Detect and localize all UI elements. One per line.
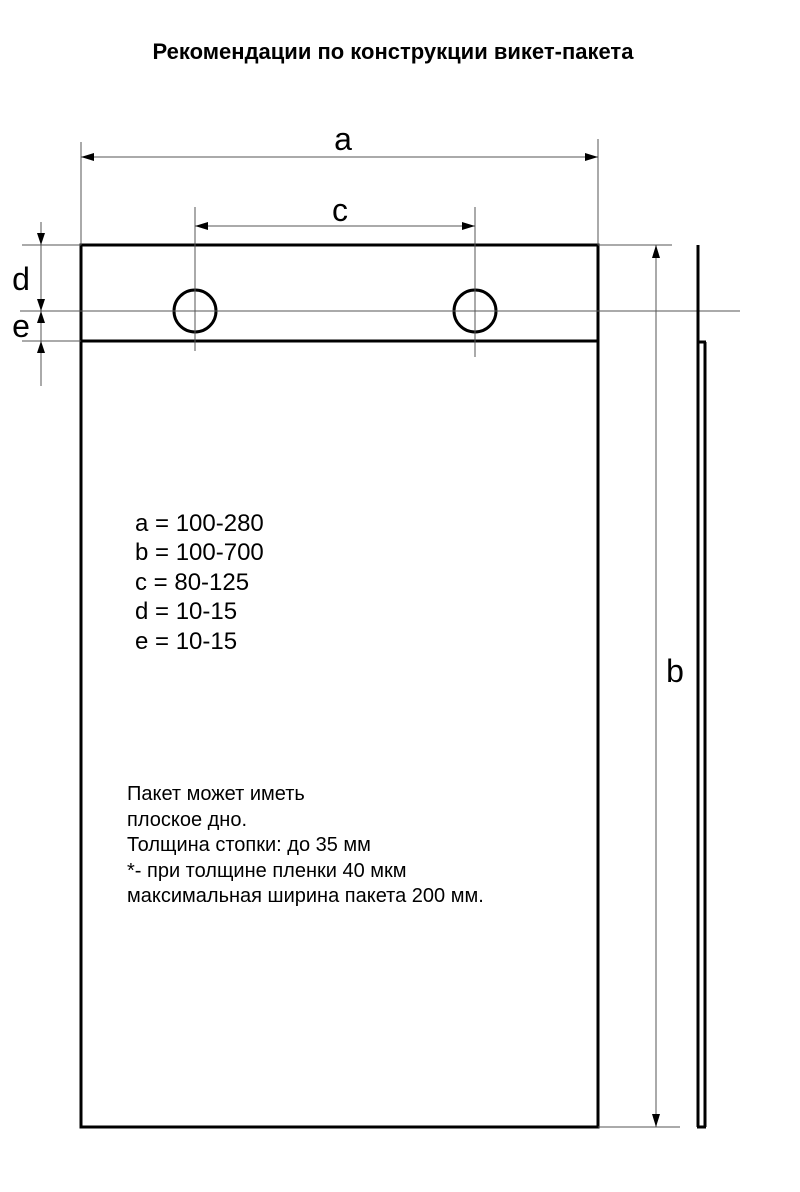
note-line: максимальная ширина пакета 200 мм. — [127, 885, 484, 907]
dimension-specs: a = 100-280 b = 100-700 c = 80-125 d = 1… — [135, 510, 264, 655]
spec-e: e = 10-15 — [135, 628, 237, 655]
spec-a: a = 100-280 — [135, 510, 264, 537]
dimension-b: b — [598, 244, 684, 1128]
dimension-label-e: e — [12, 308, 30, 344]
dimension-a: a — [80, 121, 599, 245]
note-line: плоское дно. — [127, 809, 247, 831]
dimension-c: c — [195, 192, 475, 230]
dimension-d-e: d e — [12, 222, 81, 386]
spec-d: d = 10-15 — [135, 598, 237, 625]
bag-side-profile — [696, 245, 707, 1129]
bag-notes: Пакет может иметь плоское дно. Толщина с… — [127, 783, 484, 907]
dimension-label-d: d — [12, 261, 30, 297]
note-line: *- при толщине пленки 40 мкм — [127, 860, 407, 882]
dimension-label-c: c — [332, 192, 348, 228]
note-line: Толщина стопки: до 35 мм — [127, 834, 371, 856]
dimension-label-b: b — [666, 653, 684, 689]
spec-c: c = 80-125 — [135, 569, 249, 596]
bag-outline — [79, 243, 600, 1129]
note-line: Пакет может иметь — [127, 783, 305, 805]
page-title: Рекомендации по конструкции викет-пакета — [153, 39, 635, 64]
spec-b: b = 100-700 — [135, 539, 264, 566]
dimension-label-a: a — [334, 121, 352, 157]
